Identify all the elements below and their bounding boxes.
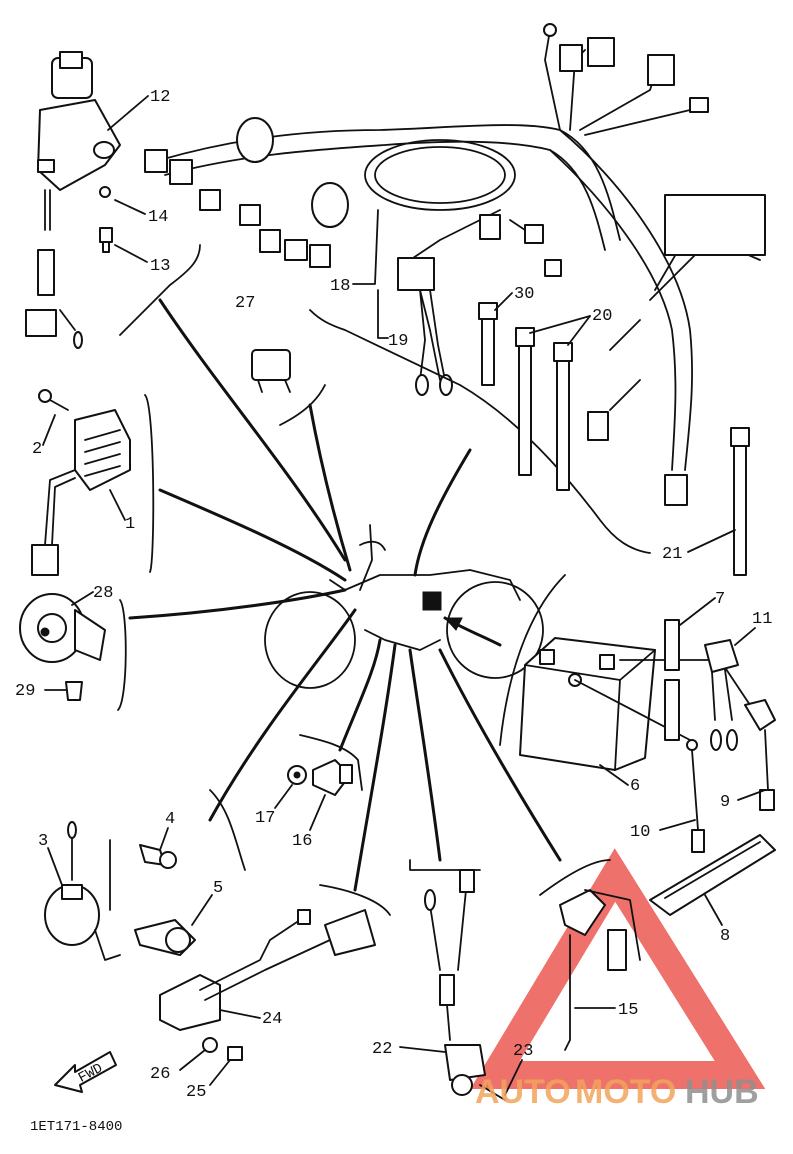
part-24-cdi [159, 909, 376, 1061]
label-18: 18 [330, 277, 350, 296]
watermark-triangle [470, 848, 766, 1089]
part-12-main-switch [25, 51, 121, 349]
label-1: 1 [125, 515, 135, 534]
parts-7-9-10-11 [664, 619, 776, 853]
leader-lines [128, 298, 562, 892]
label-22: 22 [372, 1040, 392, 1059]
diagram-code: 1ET171-8400 [30, 1119, 122, 1135]
label-20: 20 [592, 307, 612, 326]
label-16: 16 [292, 832, 312, 851]
label-27: 27 [235, 294, 255, 313]
part-19-relay [397, 257, 453, 396]
label-26: 26 [150, 1065, 170, 1084]
label-7: 7 [715, 590, 725, 609]
fwd-arrow-icon: FWD [54, 1051, 117, 1093]
watermark-logo: AUTO MOTO HUB [475, 1073, 759, 1111]
wire-harness [144, 23, 766, 506]
label-4: 4 [165, 810, 175, 829]
label-25: 25 [186, 1083, 206, 1102]
part-27-flasher-relay [251, 349, 326, 426]
callout-labels: 12 14 13 27 18 19 30 20 2 1 21 28 29 7 1… [15, 88, 772, 1135]
region-brackets [209, 309, 651, 916]
label-19: 19 [388, 332, 408, 351]
part-3-4-5 [44, 821, 196, 961]
label-23: 23 [513, 1042, 533, 1061]
part-1-rectifier [31, 389, 155, 576]
label-10: 10 [630, 823, 650, 842]
part-16-17 [287, 759, 353, 796]
label-28: 28 [93, 584, 113, 603]
label-13: 13 [150, 257, 170, 276]
label-12: 12 [150, 88, 170, 107]
label-21: 21 [662, 545, 682, 564]
part-6-battery [519, 637, 761, 771]
watermark-moto: MOTO [575, 1073, 676, 1111]
label-2: 2 [32, 440, 42, 459]
label-30: 30 [514, 285, 534, 304]
label-9: 9 [720, 793, 730, 812]
label-29: 29 [15, 682, 35, 701]
part-8-battery-band [649, 834, 776, 916]
label-8: 8 [720, 927, 730, 946]
label-17: 17 [255, 809, 275, 828]
part-15-spark-plug [559, 889, 641, 1051]
label-5: 5 [213, 879, 223, 898]
watermark-hub: HUB [685, 1073, 759, 1111]
label-3: 3 [38, 832, 48, 851]
part-22-23 [424, 869, 506, 1101]
label-14: 14 [148, 208, 168, 227]
label-6: 6 [630, 777, 640, 796]
watermark-auto: AUTO [475, 1073, 571, 1111]
part-28-horn [19, 593, 127, 711]
motorcycle-silhouette [264, 524, 544, 689]
label-15: 15 [618, 1001, 638, 1020]
cable-ties [478, 302, 750, 576]
label-24: 24 [262, 1010, 282, 1029]
label-11: 11 [752, 610, 772, 629]
